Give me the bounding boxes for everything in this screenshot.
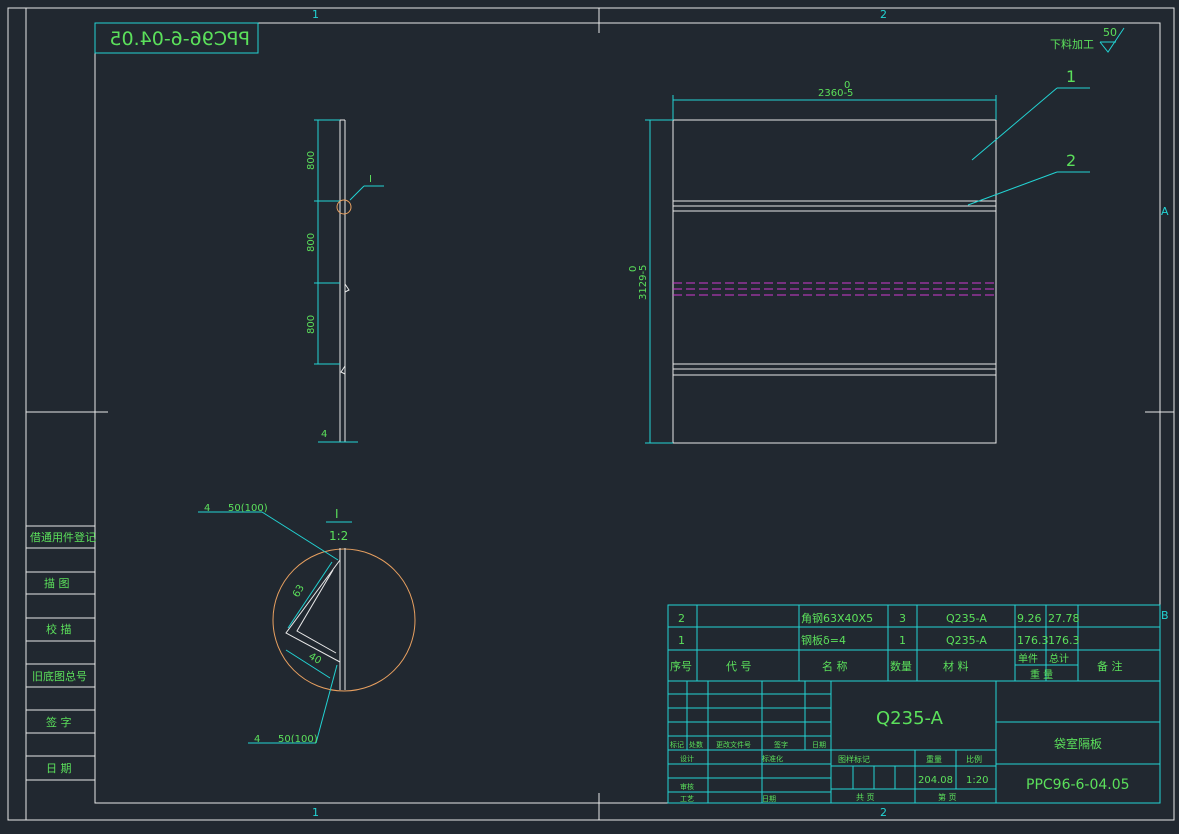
side-dim-2: 800 (306, 233, 317, 252)
label-total-sheets: 共 页 (856, 793, 875, 802)
bom-row-1-material: Q235-A (946, 612, 987, 625)
mirrored-drawing-code: PPC96-6-04.05 (109, 28, 250, 50)
bom-row-1-qty: 3 (899, 612, 906, 625)
bom-header-unit: 单件 (1018, 653, 1038, 665)
strip-label-4: 旧底图总号 (32, 669, 87, 683)
bom-header-no: 序号 (670, 659, 692, 673)
label-stage-mark: 图样标记 (838, 754, 870, 764)
detail-title: I (335, 507, 339, 521)
side-view (314, 119, 384, 443)
label-sheet: 第 页 (938, 792, 957, 802)
label-mark: 标记 (670, 740, 684, 749)
width-tol: 0 (844, 80, 850, 91)
bom-row-1-total: 27.78 (1048, 612, 1080, 625)
strip-label-2: 描 图 (44, 576, 70, 590)
bom-row-2-total: 176.3 (1048, 634, 1080, 647)
zone-bottom-1: 1 (312, 806, 319, 819)
bom-row-1-unit: 9.26 (1017, 612, 1042, 625)
bom-row-2-material: Q235-A (946, 634, 987, 647)
bom-header-total: 总计 (1049, 652, 1069, 665)
label-count: 处数 (689, 740, 703, 749)
bom-header-weight: 重 量 (1030, 668, 1053, 681)
bom-row-1-name: 角钢63X40X5 (801, 612, 873, 625)
bom-row-2-qty: 1 (899, 634, 906, 647)
label-weight: 重量 (926, 754, 942, 764)
title-part-name: 袋室隔板 (1054, 736, 1102, 751)
zone-right-a: A (1161, 205, 1169, 218)
title-drawing-no: PPC96-6-04.05 (1026, 777, 1130, 793)
label-change-doc: 更改文件号 (716, 740, 751, 749)
strip-label-1: 借通用件登记 (30, 530, 96, 544)
strip-label-6: 日 期 (46, 762, 72, 775)
side-detail-marker: I (369, 174, 372, 185)
strip-label-5: 签 字 (46, 715, 72, 729)
title-weight: 204.08 (918, 775, 953, 786)
strip-label-3: 校 描 (46, 622, 72, 636)
bom-header-note: 备 注 (1097, 659, 1123, 673)
width-dim: 2360-5 (818, 88, 853, 99)
label-process: 工艺 (680, 795, 694, 803)
zone-bottom-2: 2 (880, 806, 887, 819)
bom-row-2-name: 钢板δ=4 (801, 633, 846, 647)
bom-header-name: 名 称 (822, 659, 848, 673)
bom-row-1-no: 2 (678, 612, 685, 625)
label-date: 日期 (812, 741, 826, 749)
surface-note-label: 下料加工 (1050, 37, 1094, 51)
height-dim: 3129-5 (638, 265, 649, 300)
side-thickness: 4 (321, 429, 327, 440)
mirrored-code-box: PPC96-6-04.05 (94, 22, 259, 54)
weld-top-text: 50(100) (228, 503, 268, 514)
weld-bottom-text: 50(100) (278, 734, 318, 745)
title-block-grid (667, 680, 1161, 804)
callout-1: 1 (1066, 67, 1076, 86)
label-review: 审核 (680, 782, 694, 791)
label-scale: 比例 (966, 754, 982, 764)
left-strip (26, 525, 95, 781)
bom-header-material: 材 料 (943, 659, 969, 673)
detail-view (198, 511, 416, 744)
bom-row-2-unit: 176.3 (1017, 634, 1049, 647)
zone-top-1: 1 (312, 8, 319, 21)
weld-top-size: 4 (204, 503, 210, 514)
title-scale: 1:20 (966, 775, 988, 786)
bom-row-2-no: 1 (678, 634, 685, 647)
callout-2: 2 (1066, 151, 1076, 170)
side-dim-3: 800 (306, 315, 317, 334)
label-approve-date: 日期 (762, 795, 776, 803)
title-material: Q235-A (876, 708, 944, 729)
detail-scale: 1:2 (329, 529, 348, 543)
label-design: 设计 (680, 754, 694, 763)
front-view (645, 87, 1090, 444)
drawing-frame (7, 7, 1175, 821)
side-dim-1: 800 (306, 151, 317, 170)
roughness-symbol-icon (1099, 27, 1125, 53)
zone-top-2: 2 (880, 8, 887, 21)
bom-header-qty: 数量 (890, 660, 912, 673)
height-tol: 0 (628, 266, 639, 272)
label-sign: 签字 (774, 740, 788, 749)
zone-right-b: B (1161, 609, 1169, 622)
roughness-value: 50 (1103, 26, 1117, 39)
label-standard: 标准化 (762, 754, 783, 763)
bom-header-code: 代 号 (726, 660, 752, 673)
weld-bottom-size: 4 (254, 734, 260, 745)
